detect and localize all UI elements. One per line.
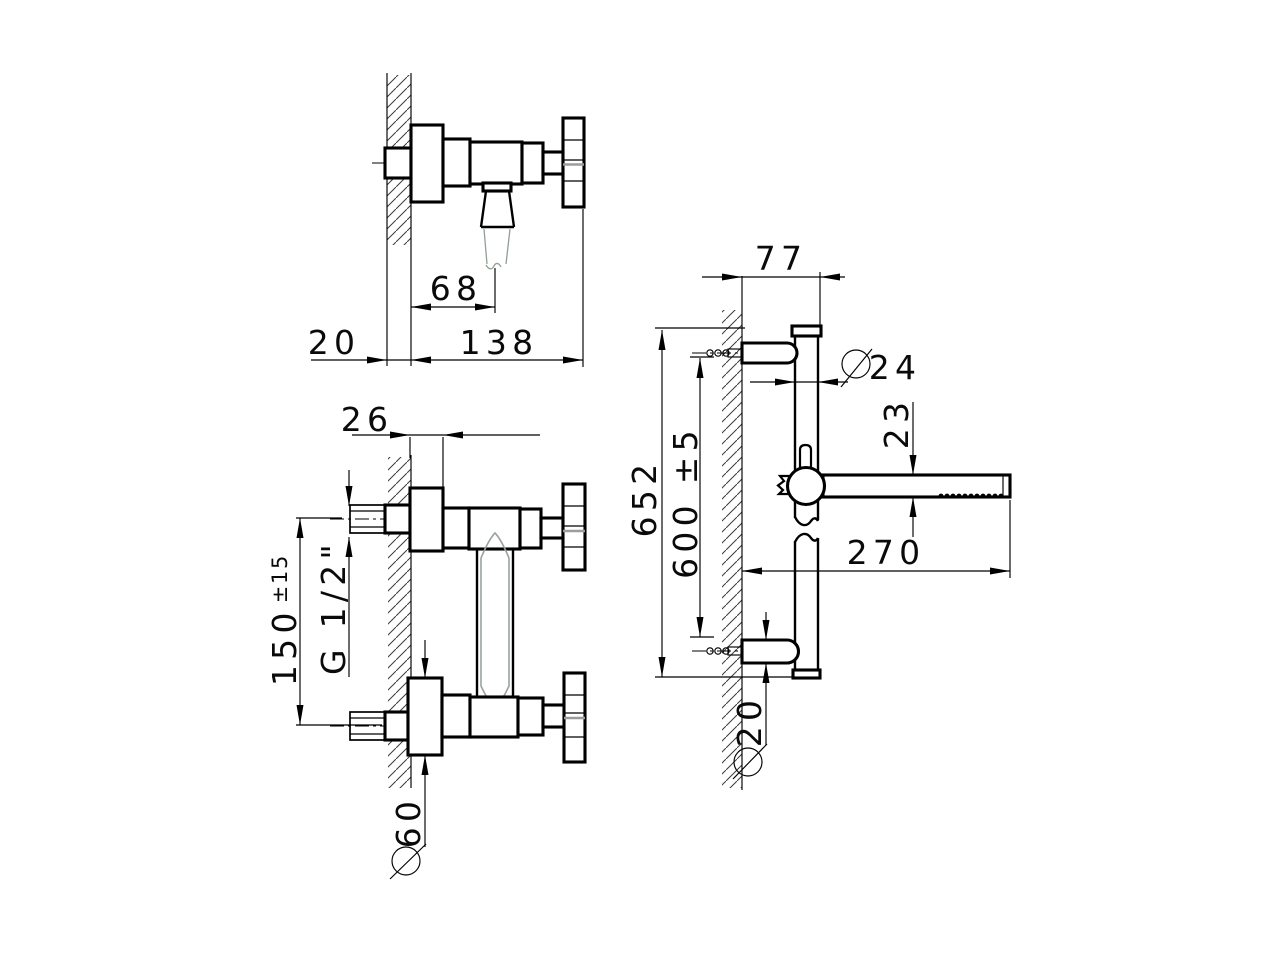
diameter-symbol (733, 747, 763, 777)
slide-bar-side-view: 77 24 23 270 (625, 239, 1012, 790)
spout (479, 181, 516, 270)
tube-break-line (793, 516, 820, 527)
faucet-side-view: 68 20 138 (308, 73, 586, 367)
wall-offset-dim-label: 77 (755, 239, 808, 278)
column-inner-contour (480, 531, 510, 710)
dim-escutcheon-depth: 26 (341, 400, 540, 487)
handshower-length-dim-label: 270 (847, 533, 926, 572)
bottom-connection (330, 671, 587, 764)
wall-hatching (387, 75, 411, 148)
escutcheon (406, 676, 444, 757)
dim-spout-reach: 68 (411, 268, 496, 313)
dim-bracket-diameter: 20 (730, 612, 770, 780)
body-step (440, 693, 472, 739)
escutcheon (409, 123, 445, 204)
bottom-wall-bracket (740, 638, 800, 665)
escutcheon-depth-dim-label: 26 (341, 400, 394, 439)
valve-cap (516, 696, 545, 737)
union-nut (383, 503, 412, 535)
thread-size-label: G 1/2" (314, 539, 353, 675)
valve-cap (518, 507, 543, 550)
holder-lock-tab (798, 443, 813, 471)
faucet-front-view: 26 (265, 400, 587, 880)
dim-handshower-diameter: 23 (877, 397, 917, 537)
bar-diameter-dim-label: 24 (869, 348, 922, 387)
dim-total-height: 652 (625, 327, 795, 678)
dim-thread-size: G 1/2" (314, 470, 353, 677)
handle-neck (541, 703, 567, 729)
handshower-body (821, 473, 1012, 499)
handshower-diameter-dim-label: 23 (877, 397, 916, 450)
handshower-nozzle-dots (938, 493, 1004, 499)
total-height-dim-label: 652 (625, 459, 664, 538)
escutcheon (408, 486, 445, 553)
spout-reach-dim-label: 68 (430, 269, 483, 308)
bar-bottom-cap (791, 668, 822, 680)
central-column (475, 531, 515, 710)
dim-bar-diameter: 24 (750, 348, 922, 388)
handle-detail-lines (563, 139, 584, 182)
valve-body (468, 695, 520, 739)
dim-fixing-centers: 600 ±5 (666, 356, 714, 638)
body-step (441, 506, 471, 550)
union-nut (383, 710, 410, 742)
diameter-symbol (391, 846, 421, 876)
slider-holder-knob (785, 465, 827, 507)
bracket-diameter-dim-label: 20 (730, 695, 769, 748)
body-step (441, 137, 472, 188)
handle-neck (539, 516, 565, 540)
fixing-centers-dim-label: 600 ±5 (666, 425, 705, 579)
top-connection (330, 482, 587, 572)
valve-body (467, 506, 522, 551)
wall-thickness-dim-label: 20 (308, 323, 361, 362)
wall-union-nut (383, 146, 413, 180)
valve-body (468, 140, 524, 186)
tube-break-line (793, 532, 820, 543)
depth-dim-label: 138 (460, 323, 539, 362)
diameter-symbol (841, 349, 871, 379)
connection-centers-dim-label: 150±15 (265, 554, 304, 686)
top-wall-bracket (740, 341, 799, 365)
cross-handle (561, 482, 587, 572)
dim-wall-and-depth: 20 138 (308, 209, 584, 367)
wall-hatching (387, 178, 411, 245)
dim-wall-offset: 77 (702, 239, 845, 328)
dim-connection-centers: 150±15 (265, 517, 382, 726)
cross-handle (561, 116, 586, 209)
wall-hatching (388, 457, 411, 788)
diameter-symbol-slash (389, 843, 427, 880)
dim-escutcheon-diameter: 60 (389, 640, 429, 880)
handle-neck (541, 150, 565, 176)
wall-hatching (722, 310, 742, 788)
bar-top-cap (790, 324, 823, 338)
valve-cap (520, 141, 545, 185)
escutcheon-diameter-dim-label: 60 (389, 796, 428, 849)
dim-handshower-length: 270 (742, 500, 1011, 578)
